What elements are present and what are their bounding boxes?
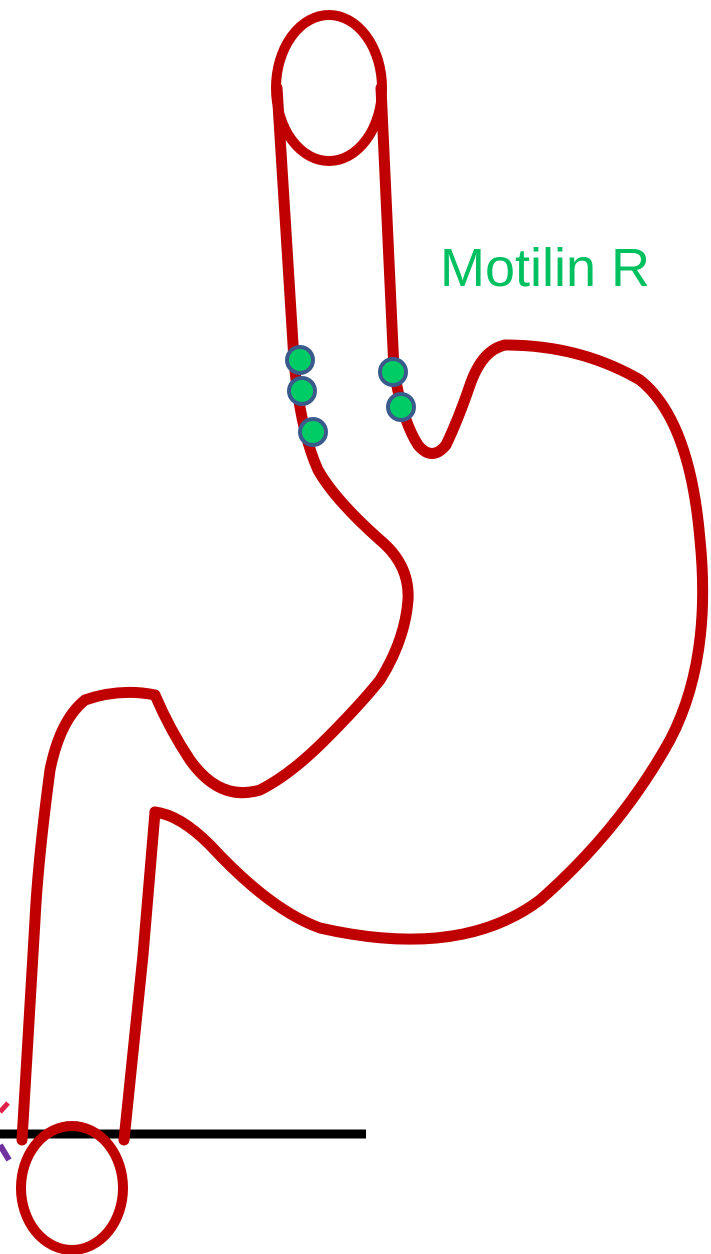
esophagus-left-wall [155, 88, 408, 793]
motilin-receptors [287, 347, 414, 445]
duodenum-opening [21, 1126, 123, 1250]
marker-purple-icon [0, 1145, 9, 1160]
marker-red-icon [0, 1103, 8, 1112]
esophagus-opening [276, 15, 382, 161]
motilin-receptor-label: Motilin R [440, 236, 650, 300]
receptor-dot [289, 378, 315, 404]
stomach-fundus-and-greater-curvature [155, 345, 703, 939]
receptor-dot [388, 394, 414, 420]
receptor-dot [300, 419, 326, 445]
receptor-dot [380, 359, 406, 385]
duodenum-inner-wall [124, 812, 155, 1140]
receptor-dot [287, 347, 313, 373]
